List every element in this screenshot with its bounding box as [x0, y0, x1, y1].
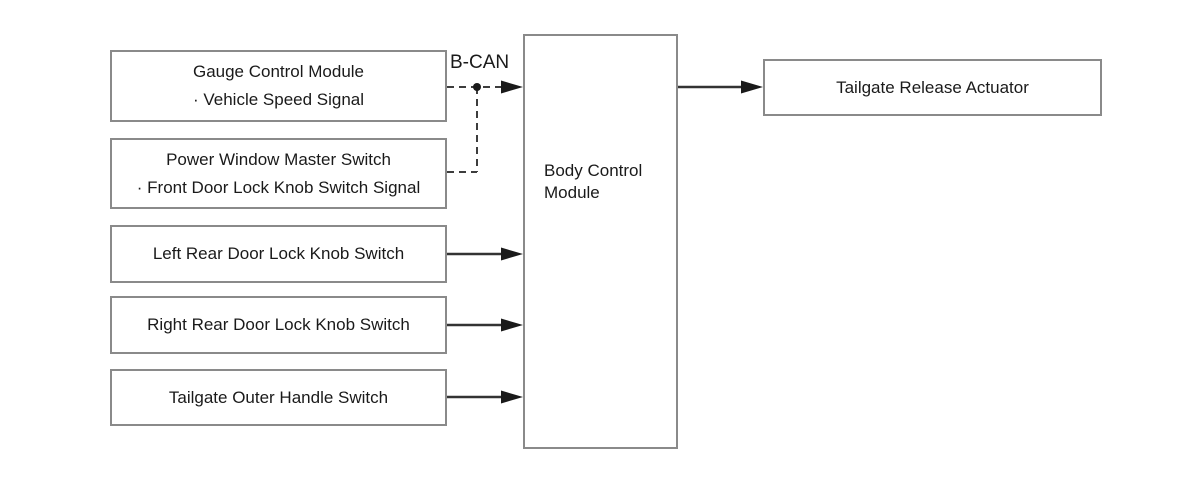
box-tailgate-outer-label: Tailgate Outer Handle Switch [168, 387, 389, 407]
arrowhead-bcan-to-bcm [501, 80, 523, 94]
box-gauge-line1: Gauge Control Module [192, 62, 365, 81]
box-bcm-line1: Body Control [544, 161, 643, 180]
box-right-rear-label: Right Rear Door Lock Knob Switch [147, 315, 410, 334]
box-power-window-line1: Power Window Master Switch [166, 149, 391, 169]
bcan-junction-dot [473, 83, 481, 91]
box-body-control-module: Body Control Module [523, 34, 678, 449]
box-tailgate-outer-handle-switch: Tailgate Outer Handle Switch [110, 369, 447, 426]
arrowhead-tailgate-outer-to-bcm [501, 390, 523, 404]
box-power-window-master-switch: Power Window Master Switch · Front Door … [110, 138, 447, 209]
box-left-rear-label: Left Rear Door Lock Knob Switch [152, 244, 405, 263]
box-gauge-line2: · Vehicle Speed Signal [192, 90, 365, 109]
box-power-window-line2: · Front Door Lock Knob Switch Signal [136, 177, 421, 197]
arrowhead-left-rear-to-bcm [501, 247, 523, 261]
box-bcm-line2: Module [544, 183, 600, 202]
box-left-rear-door-lock-knob-switch: Left Rear Door Lock Knob Switch [110, 225, 447, 283]
arrowhead-right-rear-to-bcm [501, 318, 523, 332]
box-right-rear-door-lock-knob-switch: Right Rear Door Lock Knob Switch [110, 296, 447, 354]
box-tailgate-release-actuator: Tailgate Release Actuator [763, 59, 1102, 116]
arrowhead-bcm-to-actuator [741, 80, 763, 94]
bcan-label: B-CAN [450, 52, 510, 73]
box-actuator-label: Tailgate Release Actuator [836, 77, 1029, 97]
box-gauge-control-module: Gauge Control Module · Vehicle Speed Sig… [110, 50, 447, 122]
